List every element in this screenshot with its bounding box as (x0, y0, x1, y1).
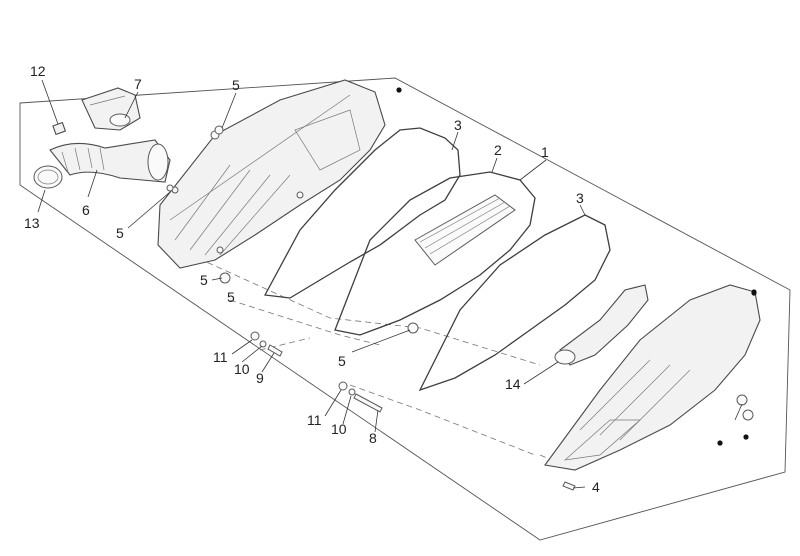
assembly-dashed-lines (179, 249, 576, 471)
air-filter-element (334, 171, 536, 336)
inlet-duct (554, 284, 649, 366)
callout-8: 8 (369, 430, 377, 446)
callout-14: 14 (505, 376, 521, 392)
intake-hose (49, 139, 171, 183)
intake-cap (81, 87, 141, 131)
callout-5-bottom: 5 (338, 353, 346, 369)
reference-dots (396, 87, 757, 446)
callout-5-left: 5 (116, 225, 124, 241)
callout-5-mid: 5 (200, 272, 208, 288)
callout-1: 1 (541, 144, 549, 160)
callout-12: 12 (30, 63, 46, 79)
leader-lines (37, 79, 743, 489)
callout-6: 6 (82, 202, 90, 218)
clip-part (52, 121, 67, 136)
callout-7: 7 (134, 76, 142, 92)
assembly-frame (19, 77, 791, 541)
callout-5-top: 5 (232, 77, 240, 93)
callout-5-lower: 5 (227, 289, 235, 305)
gasket-front (263, 127, 461, 299)
callout-11-lower: 11 (307, 412, 322, 428)
clamp-ring (33, 165, 63, 189)
callout-9: 9 (256, 370, 264, 386)
outer-airbox-cover (544, 284, 761, 471)
callout-3-front: 3 (454, 117, 462, 133)
callout-4: 4 (592, 479, 600, 495)
callout-3-rear: 3 (576, 190, 584, 206)
gasket-rear (418, 214, 611, 392)
inner-airbox-housing (157, 79, 386, 269)
callout-10-upper: 10 (234, 361, 250, 377)
fasteners (166, 125, 754, 491)
callout-13: 13 (24, 215, 40, 231)
callout-labels: 12 7 5 6 13 5 3 2 1 3 5 5 5 11 10 9 14 1… (24, 63, 600, 495)
callout-11-upper: 11 (213, 349, 228, 365)
callout-10-lower: 10 (331, 421, 347, 437)
callout-2: 2 (494, 142, 502, 158)
